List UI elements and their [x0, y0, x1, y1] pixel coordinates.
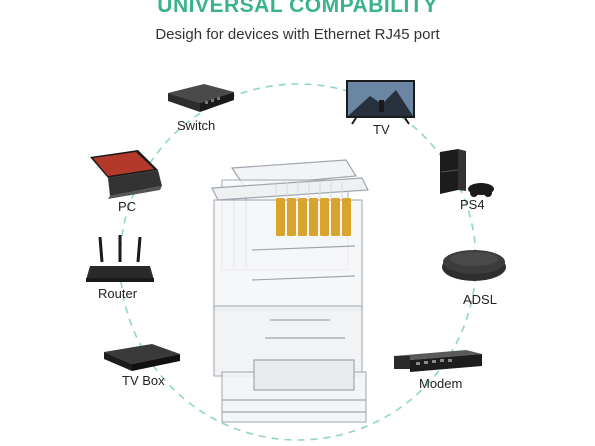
laptop-icon [90, 150, 162, 199]
page-subtitle: Desigh for devices with Ethernet RJ45 po… [155, 26, 440, 43]
tv-icon [346, 80, 415, 125]
switch-icon [168, 84, 234, 112]
device-label-router: Router [98, 286, 138, 301]
device-label-ps4: PS4 [460, 197, 485, 212]
device-label-tv-box: TV Box [122, 373, 165, 388]
gold-contacts [276, 198, 351, 236]
page-title: UNIVERSAL COMPABILITY [157, 0, 438, 17]
device-label-pc: PC [118, 199, 137, 214]
router-icon [86, 235, 154, 282]
device-label-switch: Switch [177, 118, 216, 133]
adsl-icon [442, 250, 506, 281]
device-label-tv: TV [373, 122, 390, 137]
ps4-icon [440, 149, 494, 197]
device-label-modem: Modem [419, 376, 463, 391]
device-label-adsl: ADSL [463, 292, 497, 307]
tv-box-icon [104, 344, 180, 371]
modem-icon [394, 350, 482, 372]
